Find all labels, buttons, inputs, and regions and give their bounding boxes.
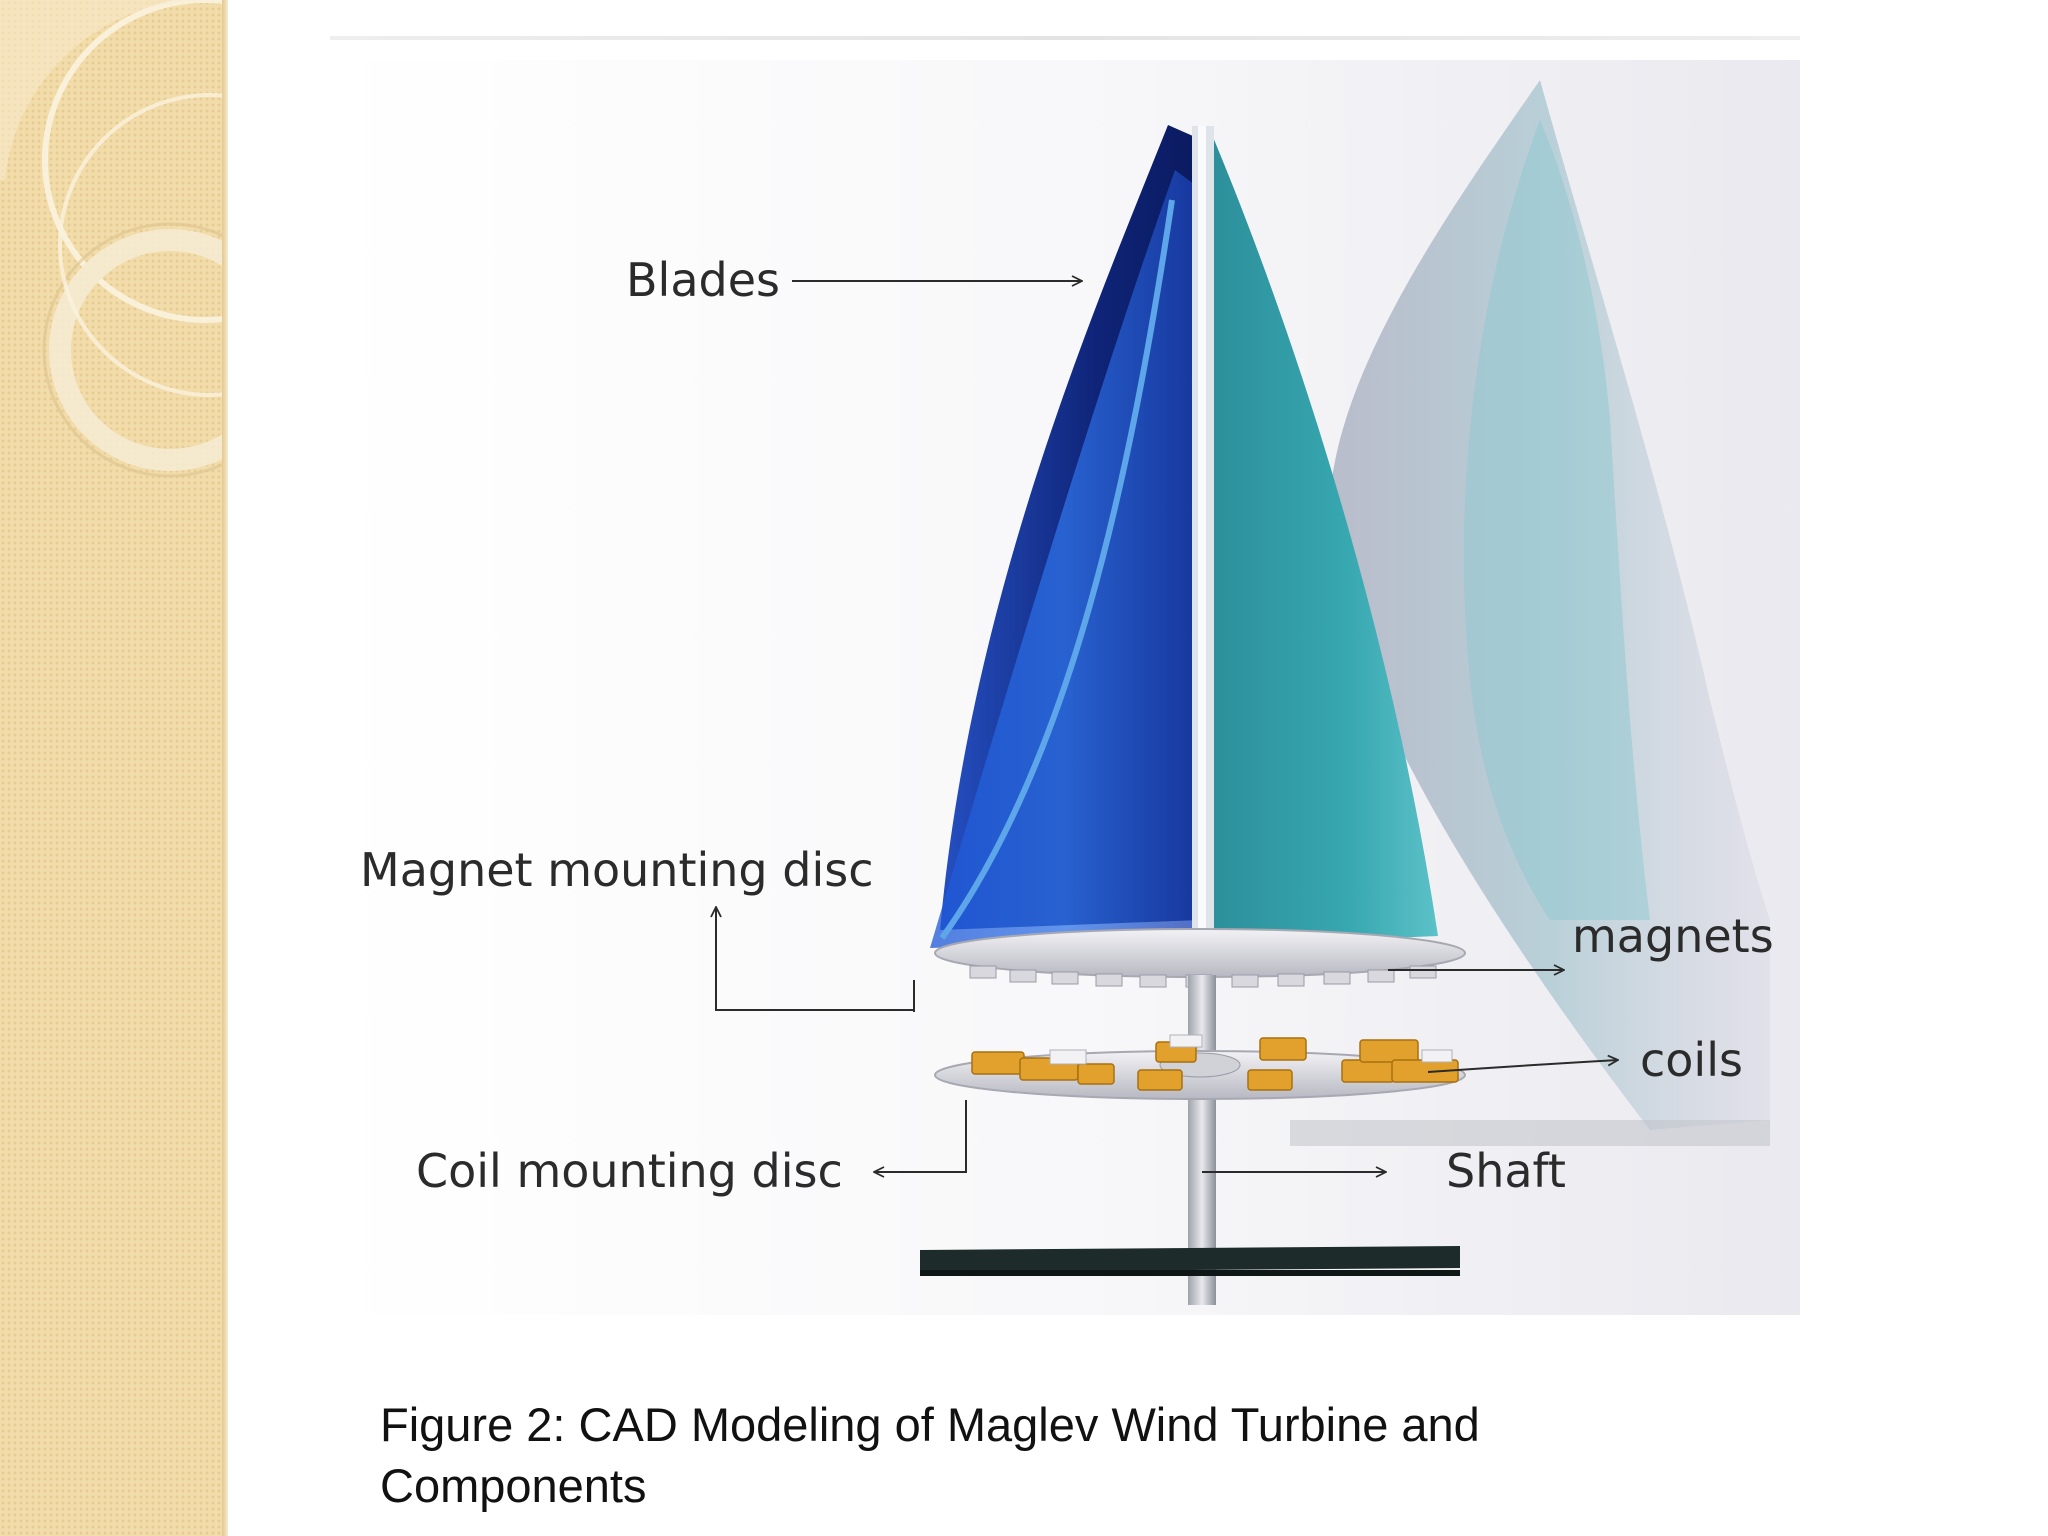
- label-blades: Blades: [626, 253, 780, 307]
- label-shaft: Shaft: [1446, 1144, 1566, 1198]
- decorative-side-panel: [0, 0, 228, 1536]
- shadow-highlight: [1463, 120, 1650, 920]
- magnet-row: [969, 965, 1437, 988]
- turbine-cad-diagram: Blades Magnet mounting disc magnets coil…: [330, 60, 1800, 1315]
- blade-edge-highlight: [939, 199, 1175, 940]
- blade-mid: [930, 170, 1202, 948]
- coil-disc-arrow: [874, 1100, 967, 1172]
- coil-blocks: [971, 1037, 1459, 1091]
- blade-teal: [1210, 130, 1438, 946]
- base-plate-edge: [920, 1270, 1460, 1276]
- decorative-rings: [0, 0, 228, 478]
- label-coils: coils: [1640, 1033, 1743, 1087]
- magnet-disc-arrow: [716, 907, 914, 1011]
- coil-caps: [1049, 1034, 1453, 1065]
- base-shadow: [1290, 1120, 1770, 1146]
- turbine-figure: Blades Magnet mounting disc magnets coil…: [330, 60, 1800, 1315]
- label-magnets: magnets: [1572, 909, 1774, 963]
- figure-caption: Figure 2: CAD Modeling of Maglev Wind Tu…: [380, 1398, 1480, 1512]
- base-plate: [920, 1246, 1460, 1272]
- coils-arrow: [1427, 1060, 1618, 1073]
- center-spar-shine: [1198, 126, 1206, 956]
- label-coil-mounting-disc: Coil mounting disc: [416, 1144, 843, 1198]
- title-divider: [330, 36, 1800, 40]
- side-panel-edge: [222, 0, 228, 1536]
- label-magnet-mounting-disc: Magnet mounting disc: [360, 843, 873, 897]
